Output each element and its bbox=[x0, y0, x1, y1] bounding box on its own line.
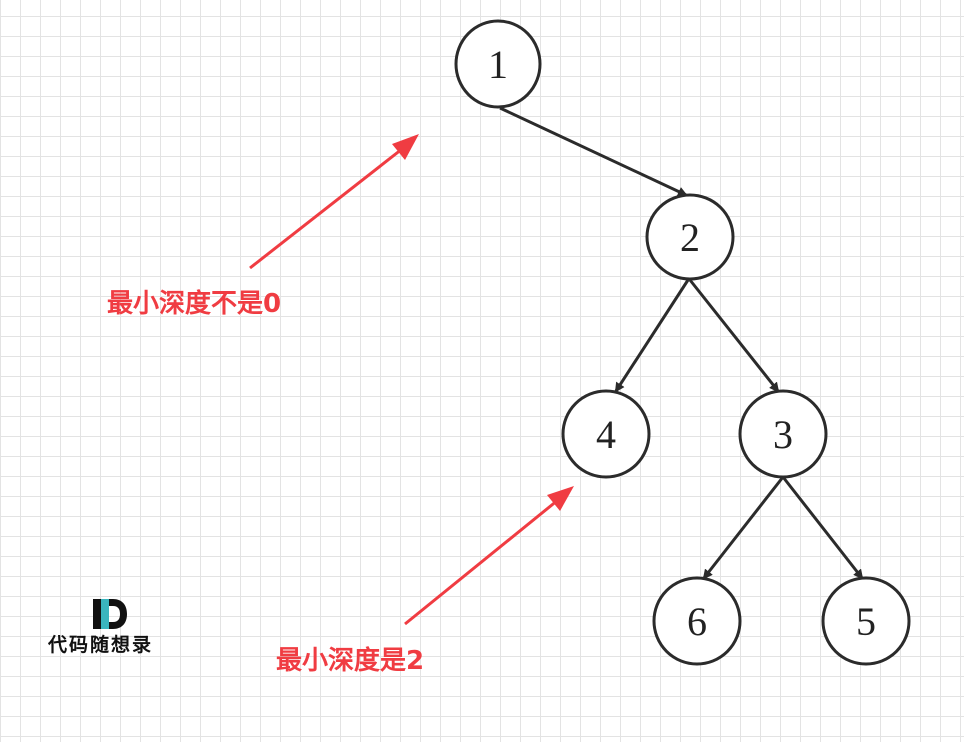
tree-node-4: 4 bbox=[561, 389, 651, 479]
edge-n1-to-n2 bbox=[499, 106, 688, 197]
edge-n2-to-n3 bbox=[688, 279, 780, 393]
edge-n2-to-n4 bbox=[614, 279, 690, 393]
brand-logo: 代码随想录 bbox=[48, 593, 178, 663]
logo-d-icon bbox=[93, 599, 127, 629]
tree-node-1: 1 bbox=[454, 19, 542, 109]
tree-node-2: 2 bbox=[645, 193, 735, 281]
node-label: 4 bbox=[596, 412, 616, 457]
leaf-min-depth-annotation: 最小深度是2 bbox=[276, 646, 425, 676]
node-circle bbox=[561, 389, 651, 479]
node-label: 5 bbox=[856, 599, 876, 644]
node-label: 6 bbox=[687, 599, 707, 644]
tree-nodes: 1 2 4 3 6 5 bbox=[454, 19, 911, 666]
node-label: 1 bbox=[488, 42, 508, 87]
logo-text: 代码随想录 bbox=[48, 634, 154, 656]
root-annotation-arrow-head bbox=[392, 134, 419, 160]
tree-node-6: 6 bbox=[652, 576, 742, 666]
root-min-depth-annotation: 最小深度不是0 bbox=[107, 289, 282, 319]
node-circle bbox=[652, 576, 742, 666]
leaf-annotation-arrow-head bbox=[547, 486, 574, 511]
annotation-arrows bbox=[249, 134, 574, 626]
tree-edges bbox=[499, 106, 864, 580]
node-circle bbox=[645, 193, 735, 281]
edge-n3-to-n6 bbox=[702, 476, 785, 580]
node-circle bbox=[821, 576, 911, 666]
leaf-annotation-arrow-shaft bbox=[404, 498, 559, 626]
tree-node-5: 5 bbox=[821, 576, 911, 666]
root-annotation-arrow-shaft bbox=[249, 147, 403, 270]
tree-node-3: 3 bbox=[738, 389, 828, 479]
node-label: 2 bbox=[680, 215, 700, 260]
node-label: 3 bbox=[773, 412, 793, 457]
node-circle bbox=[454, 19, 542, 109]
node-circle bbox=[738, 389, 828, 479]
edge-n3-to-n5 bbox=[781, 476, 864, 580]
